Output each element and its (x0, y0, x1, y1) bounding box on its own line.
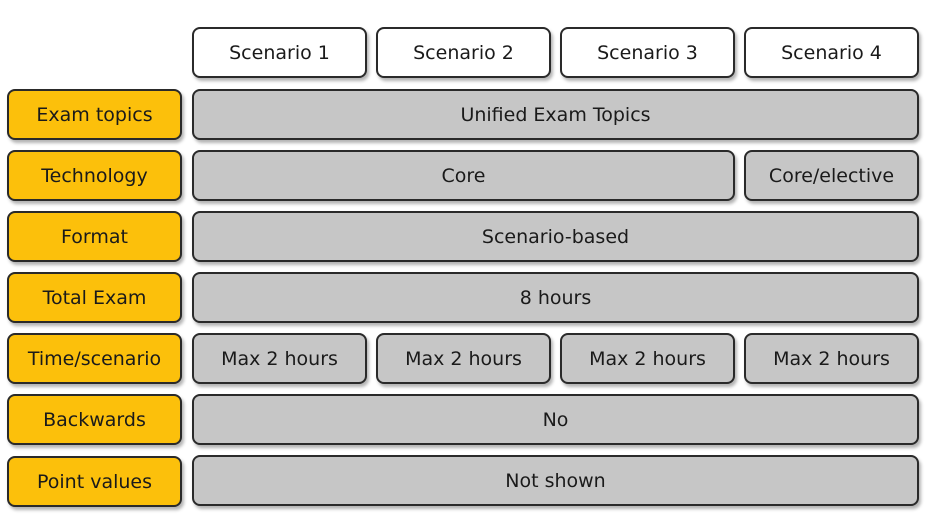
header-scenario-3: Scenario 3 (560, 27, 735, 78)
row-label-technology: Technology (7, 150, 182, 201)
header-scenario-4: Scenario 4 (744, 27, 919, 78)
cell-time-scenario-4: Max 2 hours (744, 333, 919, 384)
row-label-format: Format (7, 211, 182, 262)
cell-scenario-based: Scenario-based (192, 211, 919, 262)
row-label-point-values: Point values (7, 456, 182, 507)
cell-8-hours: 8 hours (192, 272, 919, 323)
cell-not-shown: Not shown (192, 455, 919, 506)
cell-core: Core (192, 150, 735, 201)
row-label-total-exam: Total Exam (7, 272, 182, 323)
row-label-time-scenario: Time/scenario (7, 333, 182, 384)
row-label-exam-topics: Exam topics (7, 89, 182, 140)
header-scenario-1: Scenario 1 (192, 27, 367, 78)
cell-time-scenario-2: Max 2 hours (376, 333, 551, 384)
header-scenario-2: Scenario 2 (376, 27, 551, 78)
row-label-backwards: Backwards (7, 394, 182, 445)
cell-core-elective: Core/elective (744, 150, 919, 201)
cell-time-scenario-1: Max 2 hours (192, 333, 367, 384)
cell-time-scenario-3: Max 2 hours (560, 333, 735, 384)
cell-unified-exam-topics: Unified Exam Topics (192, 89, 919, 140)
cell-no: No (192, 394, 919, 445)
